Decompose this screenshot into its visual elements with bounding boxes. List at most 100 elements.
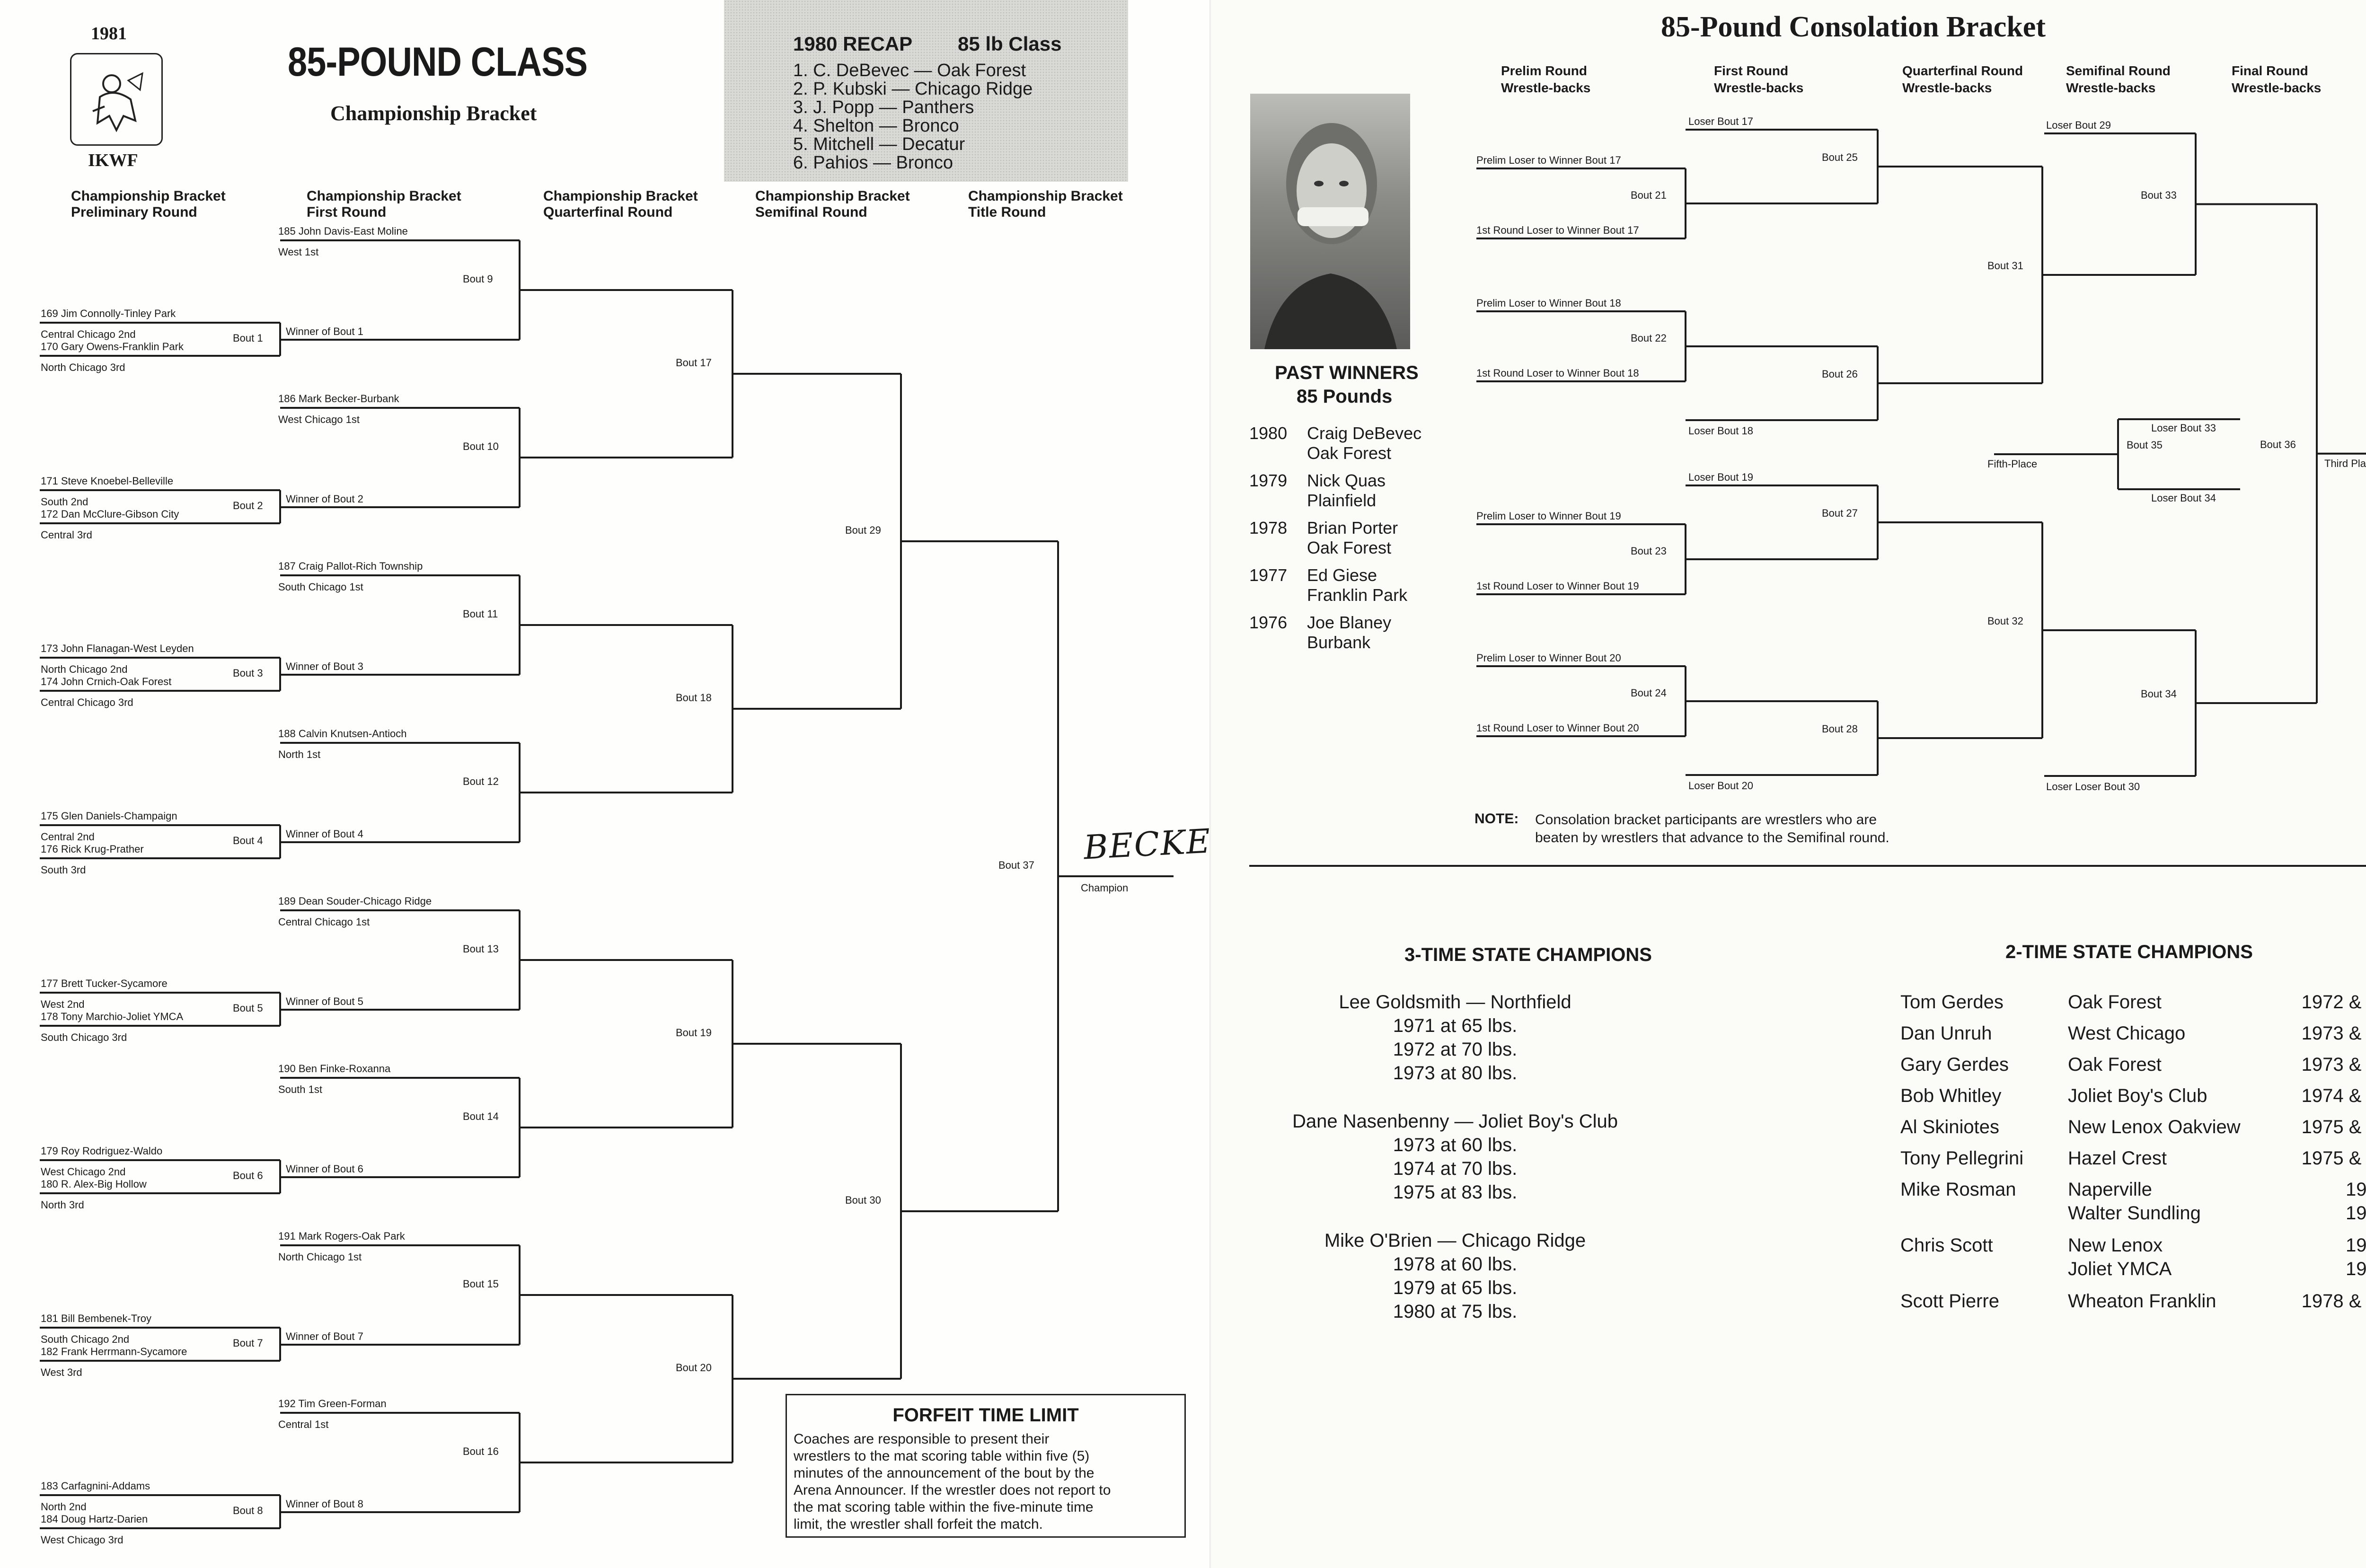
- recap-entry: 1. C. DeBevec — Oak Forest: [793, 61, 1026, 80]
- winner-label: Winner of Bout 5: [286, 995, 363, 1007]
- winner-year: 1979: [1249, 471, 1288, 490]
- winner-club: Plainfield: [1307, 491, 1377, 510]
- consolation-bracket-lines: [1249, 129, 2366, 867]
- wrestler-name: 184 Doug Hartz-Darien: [41, 1513, 148, 1525]
- bout-label: Bout 37: [998, 859, 1034, 871]
- seed-name: 191 Mark Rogers-Oak Park: [278, 1230, 405, 1242]
- logo-year: 1981: [91, 24, 127, 44]
- wrestler-name: 183 Carfagnini-Addams: [41, 1480, 150, 1492]
- forfeit-line: wrestlers to the mat scoring table withi…: [794, 1448, 1090, 1464]
- wrestler-name: 172 Dan McClure-Gibson City: [41, 508, 179, 520]
- wrestler-name: 175 Glen Daniels-Champaign: [41, 810, 177, 822]
- first-loser-label: 1st Round Loser to Winner Bout 18: [1476, 367, 1639, 379]
- bout-label: Bout 3: [233, 667, 263, 679]
- seed-name: 186 Mark Becker-Burbank: [278, 393, 399, 405]
- winner-year: 1978: [1249, 518, 1288, 537]
- round-header: Championship Bracket: [307, 188, 461, 204]
- winner-name: Ed Giese: [1307, 565, 1377, 585]
- wrestler-place: Central Chicago 3rd: [41, 696, 133, 708]
- championship-bracket-page: 1981 IKWF 85-POUND CLASS Championship Br…: [40, 0, 1211, 1545]
- bout-label: Bout 31: [1987, 260, 2023, 272]
- round-header: Championship Bracket: [755, 188, 910, 204]
- page-title: 85-POUND CLASS: [288, 39, 588, 85]
- round-header: Quarterfinal Round: [1902, 63, 2023, 78]
- champion-name: Dane Nasenbenny — Joliet Boy's Club: [1292, 1111, 1618, 1132]
- championship-bracket-lines: [40, 239, 1174, 1529]
- two-time-years: 1978: [2346, 1235, 2366, 1256]
- wrestler-name: 178 Tony Marchio-Joliet YMCA: [41, 1011, 184, 1022]
- bout-label: Bout 33: [2141, 189, 2177, 201]
- two-time-years: 1978 & 80: [2301, 1291, 2366, 1312]
- round-header: Championship Bracket: [968, 188, 1123, 204]
- two-time-club: Oak Forest: [2068, 992, 2162, 1013]
- round-header: Championship Bracket: [71, 188, 226, 204]
- prelim-loser-label: Prelim Loser to Winner Bout 18: [1476, 297, 1621, 309]
- bout-label: Bout 11: [463, 608, 498, 620]
- two-time-club: Walter Sundling: [2068, 1203, 2201, 1224]
- two-time-years: 1978: [2346, 1203, 2366, 1224]
- seed-name: 185 John Davis-East Moline: [278, 225, 408, 237]
- note-line-2: beaten by wrestlers that advance to the …: [1535, 830, 1889, 846]
- loser-label: Loser Loser Bout 30: [2046, 781, 2140, 793]
- bout-label: Bout 35: [2127, 439, 2163, 451]
- forfeit-line: limit, the wrestler shall forfeit the ma…: [794, 1516, 1043, 1532]
- forfeit-line: the mat scoring table within the five-mi…: [794, 1499, 1094, 1515]
- champion-label: Champion: [1081, 882, 1129, 894]
- two-time-club: Joliet YMCA: [2068, 1259, 2172, 1279]
- wrestler-place: West Chicago 2nd: [41, 1166, 126, 1178]
- round-header: Preliminary Round: [71, 204, 197, 220]
- two-time-name: Tom Gerdes: [1900, 992, 2004, 1013]
- round-header: Semifinal Round: [2066, 63, 2171, 78]
- ikwf-logo: [70, 53, 163, 146]
- wrestler-place: South Chicago 2nd: [41, 1333, 130, 1345]
- first-loser-label: 1st Round Loser to Winner Bout 20: [1476, 722, 1639, 734]
- loser-label: Loser Bout 18: [1688, 425, 1753, 437]
- two-time-name: Chris Scott: [1900, 1235, 1993, 1256]
- bout-label: Bout 17: [676, 357, 712, 369]
- two-time-years: 1972 & 73: [2301, 992, 2366, 1013]
- wrestler-place: South 3rd: [41, 864, 86, 876]
- two-time-club: Naperville: [2068, 1179, 2152, 1200]
- winner-label: Winner of Bout 6: [286, 1163, 363, 1175]
- seed-place: West 1st: [278, 246, 319, 258]
- two-time-years: 1974 & 75: [2301, 1085, 2366, 1106]
- round-header: First Round: [1714, 63, 1789, 78]
- bout-label: Bout 29: [845, 524, 881, 536]
- two-time-years: 1977: [2346, 1179, 2366, 1200]
- bout-label: Bout 22: [1631, 332, 1667, 344]
- wrestler-place: Central 3rd: [41, 529, 92, 541]
- loser-label: Loser Bout 19: [1688, 471, 1753, 483]
- consolation-title: 85-Pound Consolation Bracket: [1661, 11, 2046, 43]
- bout-label: Bout 34: [2141, 688, 2177, 700]
- seed-place: Central 1st: [278, 1418, 329, 1430]
- round-header: Wrestle-backs: [2066, 80, 2156, 95]
- bout-label: Bout 27: [1822, 507, 1858, 519]
- recap-title: 1980 RECAP: [793, 33, 913, 55]
- bout-label: Bout 26: [1822, 368, 1858, 380]
- loser-label: Loser Bout 29: [2046, 119, 2111, 131]
- wrestler-place: North Chicago 2nd: [41, 663, 128, 675]
- bout-label: Bout 6: [233, 1170, 263, 1181]
- past-winners-title: PAST WINNERS: [1275, 362, 1419, 383]
- seed-name: 190 Ben Finke-Roxanna: [278, 1063, 391, 1075]
- bout-label: Bout 5: [233, 1002, 263, 1014]
- bout-label: Bout 25: [1822, 151, 1858, 163]
- third-place-label: Third Place: [2324, 457, 2366, 469]
- bout-label: Bout 1: [233, 332, 263, 344]
- champion-year-line: 1972 at 70 lbs.: [1393, 1039, 1518, 1060]
- two-time-years: 1975 & 77: [2301, 1148, 2366, 1169]
- winner-label: Winner of Bout 1: [286, 326, 363, 337]
- bout-label: Bout 8: [233, 1505, 263, 1516]
- recap-entry: 5. Mitchell — Decatur: [793, 134, 965, 154]
- winner-club: Franklin Park: [1307, 585, 1408, 605]
- wrestler-name: 181 Bill Bembenek-Troy: [41, 1313, 151, 1324]
- champion-year-line: 1978 at 60 lbs.: [1393, 1254, 1518, 1275]
- loser-label: Loser Bout 33: [2151, 422, 2216, 434]
- first-loser-label: 1st Round Loser to Winner Bout 17: [1476, 224, 1639, 236]
- winner-year: 1980: [1249, 423, 1288, 443]
- round-header: Semifinal Round: [755, 204, 867, 220]
- wrestler-name: 182 Frank Herrmann-Sycamore: [41, 1346, 187, 1357]
- seed-place: Central Chicago 1st: [278, 916, 370, 928]
- fifth-place-label: Fifth-Place: [1987, 458, 2038, 470]
- bout-label: Bout 28: [1822, 723, 1858, 735]
